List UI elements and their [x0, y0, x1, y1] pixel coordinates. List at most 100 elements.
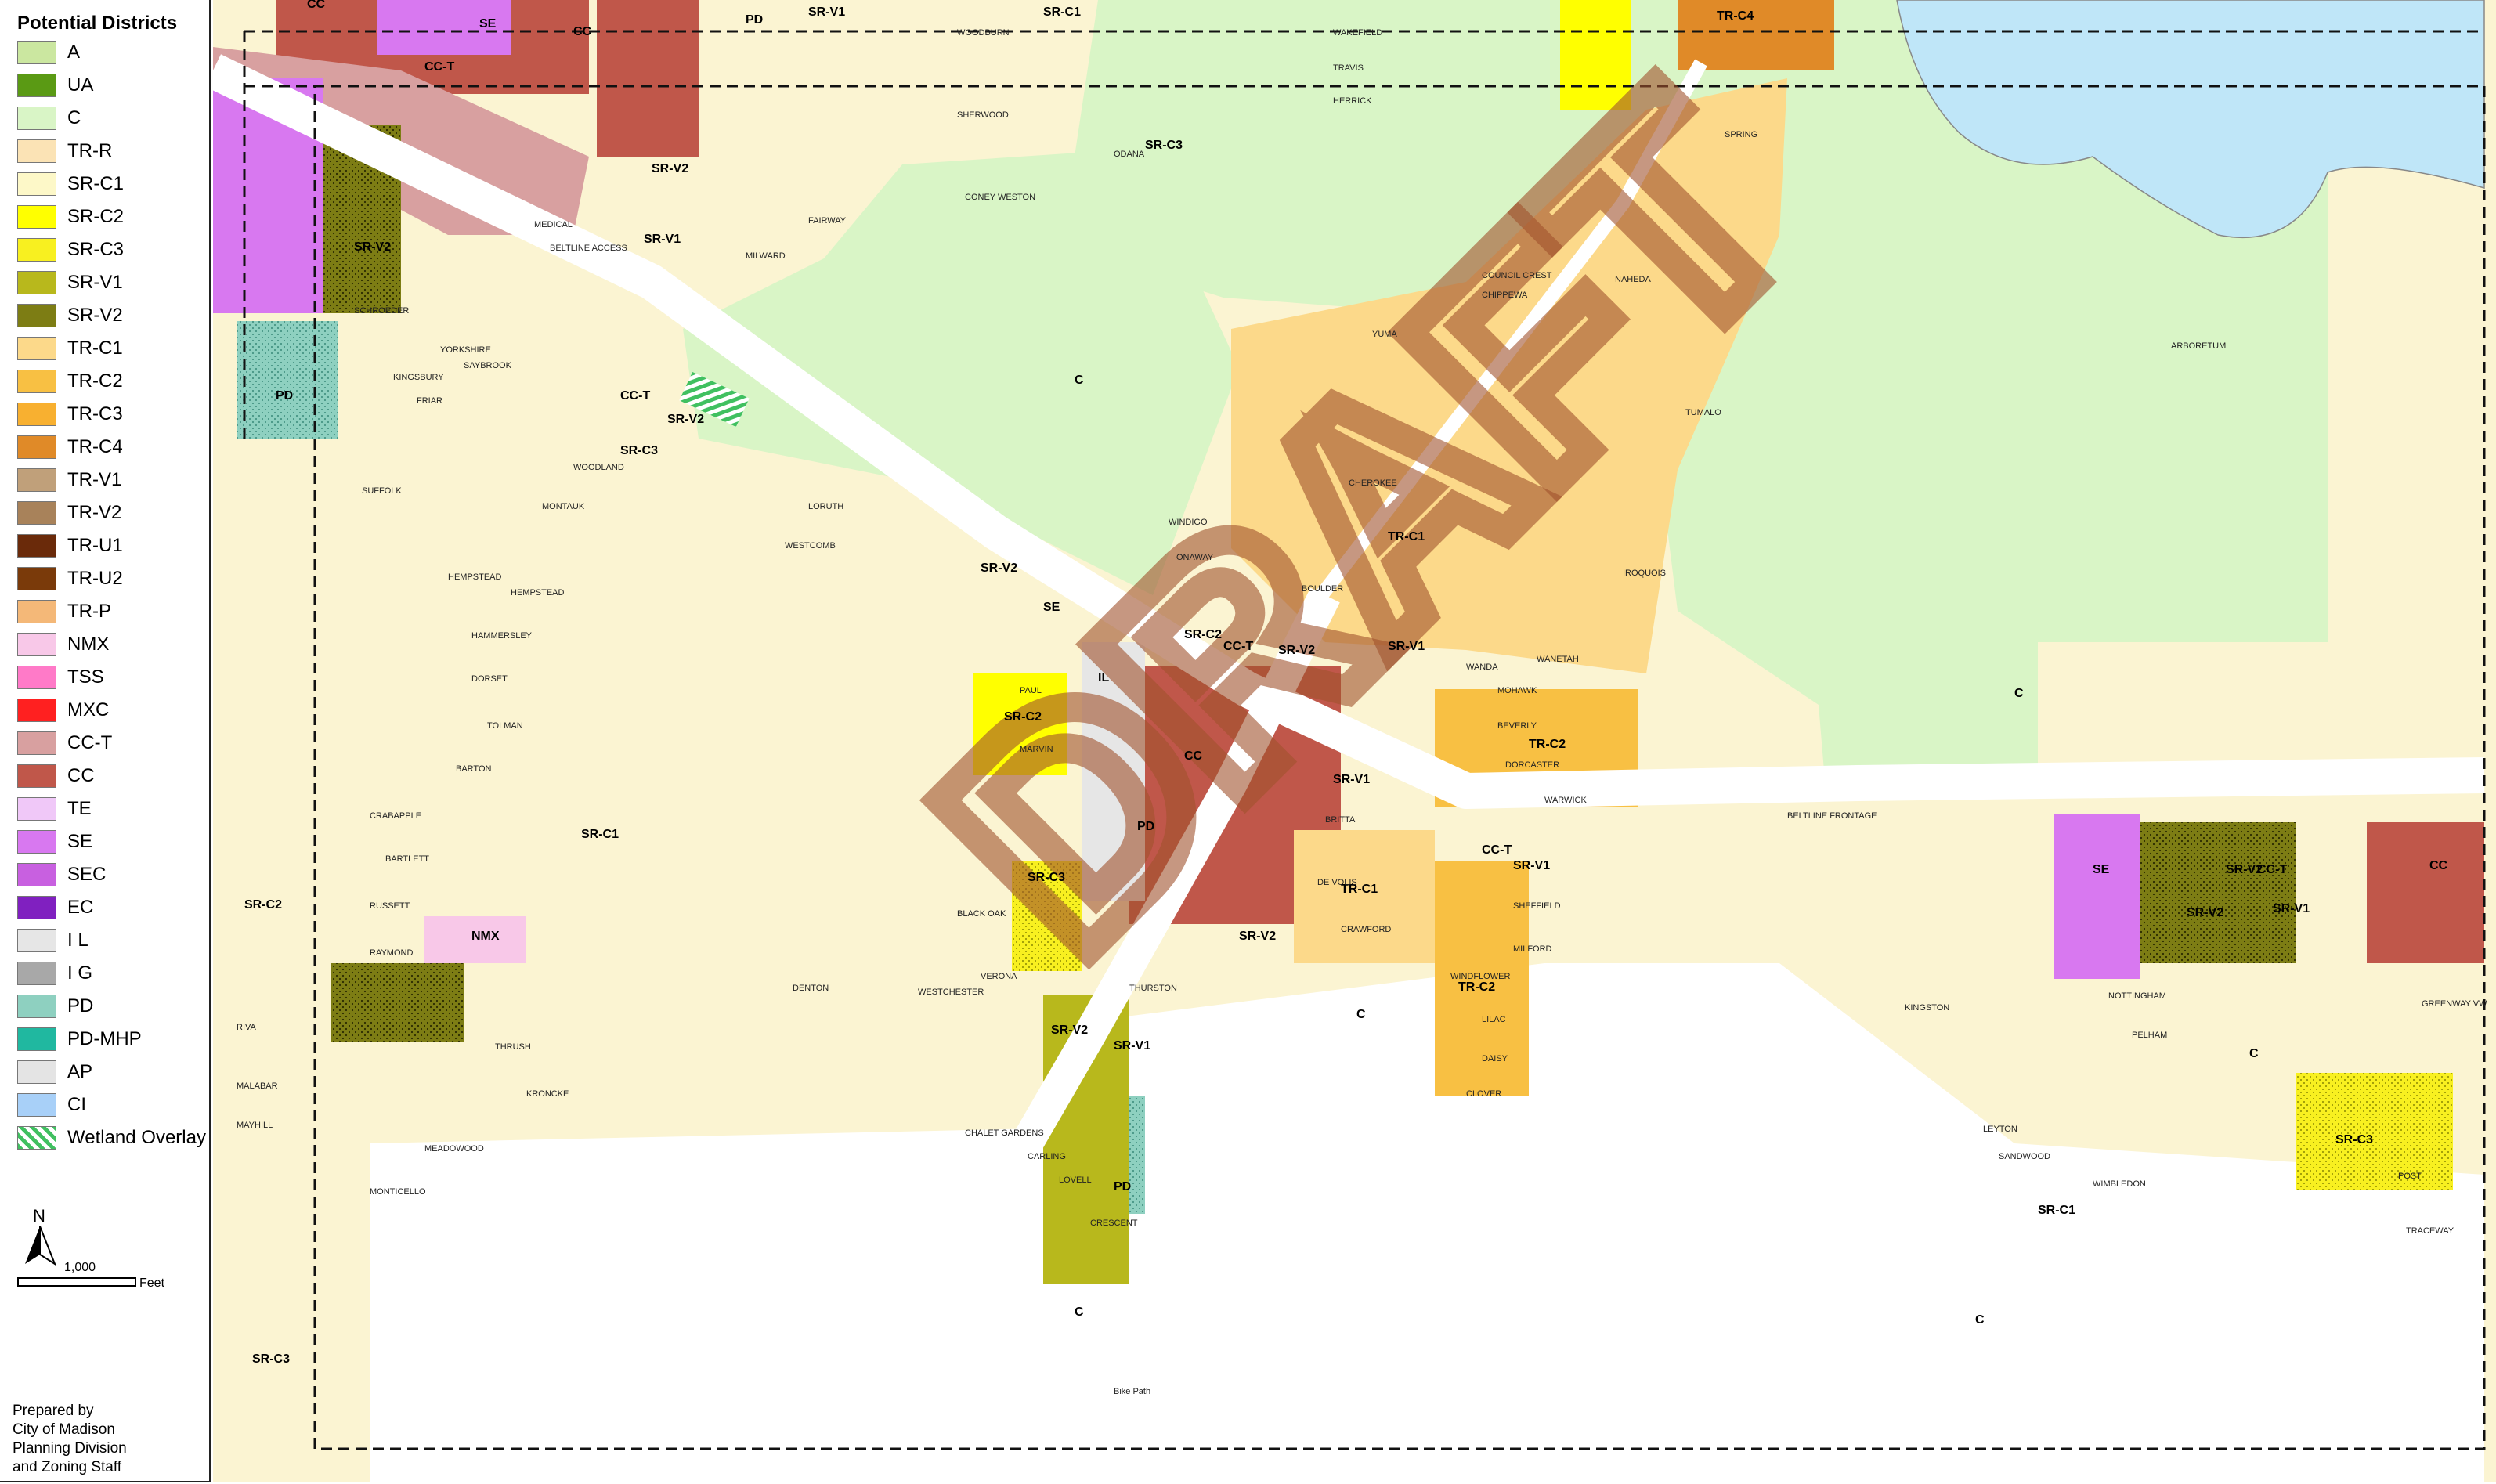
zone-label: C	[1975, 1313, 1985, 1327]
legend-swatch	[17, 468, 56, 492]
north-arrow-icon	[25, 1226, 56, 1266]
legend-swatch	[17, 699, 56, 722]
zone-wetland[interactable]	[679, 371, 750, 428]
street-label: LOVELL	[1059, 1175, 1092, 1185]
legend-label: I L	[67, 930, 88, 951]
street-label: BOULDER	[1302, 584, 1343, 594]
zone-tr-c2-windflower	[1435, 861, 1529, 1096]
zone-cc-east	[2367, 822, 2484, 963]
zone-src2-central[interactable]	[973, 673, 1067, 775]
street-label: YORKSHIRE	[440, 345, 491, 355]
legend-swatch	[17, 929, 56, 952]
zone-label: SR-C3	[252, 1352, 290, 1366]
street-label: FAIRWAY	[808, 216, 847, 226]
zone-label: SR-C1	[1043, 5, 1081, 19]
legend-label: SR-C1	[67, 173, 125, 194]
legend-label: TE	[67, 798, 92, 819]
street-label: CHALET GARDENS	[965, 1128, 1044, 1138]
street-label: GREENWAY VW	[2422, 999, 2487, 1009]
zone-label: SR-V2	[2226, 863, 2263, 876]
zone-label: SR-V1	[1388, 640, 1425, 653]
legend-item: TR-C4	[17, 434, 123, 460]
legend-item: Wetland Overlay	[17, 1125, 206, 1151]
legend-item: TR-C2	[17, 368, 123, 395]
legend-swatch	[17, 731, 56, 755]
prepared-line-2: City of Madison	[13, 1421, 115, 1438]
street-label: BELTLINE FRONTAGE	[1787, 811, 1877, 821]
legend-label: SR-V1	[67, 272, 123, 293]
legend-item: SR-C3	[17, 237, 124, 263]
street-label: MALABAR	[237, 1081, 278, 1091]
zone-label: SR-V2	[1051, 1024, 1088, 1037]
street-label: MONTAUK	[542, 502, 585, 511]
street-label: THRUSH	[495, 1042, 531, 1052]
street-label: WANETAH	[1537, 655, 1579, 664]
street-label: IROQUOIS	[1623, 569, 1666, 578]
street-label: HEMPSTEAD	[448, 572, 502, 582]
street-label: KINGSTON	[1905, 1003, 1949, 1013]
legend-item: A	[17, 39, 80, 66]
legend-label: CC	[67, 765, 95, 786]
zone-label: PD	[1137, 820, 1154, 833]
legend-item: PD	[17, 993, 93, 1020]
zone-label: IL	[1098, 671, 1109, 684]
zone-label: PD	[746, 13, 763, 27]
zone-label: SR-C3	[1145, 139, 1183, 152]
legend-swatch	[17, 600, 56, 623]
zone-label: SR-C3	[1028, 871, 1065, 884]
road-northeast[interactable]	[1303, 59, 1707, 616]
zone-src3-east[interactable]	[2296, 1073, 2453, 1190]
legend-label: TR-C4	[67, 436, 123, 457]
prepared-line-3: Planning Division	[13, 1440, 127, 1457]
legend-item: TR-V1	[17, 467, 121, 493]
zone-label: SR-C3	[2335, 1133, 2373, 1146]
zone-label: TR-C1	[1388, 530, 1425, 543]
street-label: MEADOWOOD	[424, 1144, 484, 1154]
zone-srv2-south-west[interactable]	[331, 963, 464, 1042]
zone-label: SR-V2	[652, 162, 688, 175]
zone-pd-west[interactable]	[237, 321, 338, 439]
zone-label: CC	[1184, 749, 1203, 763]
legend-label: PD-MHP	[67, 1028, 142, 1049]
zone-label: CC	[573, 25, 592, 38]
street-label: ODANA	[1114, 150, 1145, 159]
legend-item: UA	[17, 72, 93, 99]
legend-swatch	[17, 1126, 56, 1150]
legend-title: Potential Districts	[17, 13, 178, 34]
zone-label: SR-C2	[1184, 628, 1222, 641]
legend-swatch	[17, 337, 56, 360]
legend-label: Wetland Overlay	[67, 1127, 206, 1148]
street-label: CHEROKEE	[1349, 478, 1397, 488]
street-label: SANDWOOD	[1999, 1152, 2050, 1161]
legend-item: SR-C2	[17, 204, 124, 230]
zone-src3-central[interactable]	[1012, 861, 1082, 971]
street-label: WARWICK	[1544, 796, 1587, 805]
zone-srv2-east[interactable]	[2140, 822, 2296, 963]
street-label: WAKEFIELD	[1333, 28, 1382, 38]
zone-label: SR-C3	[620, 444, 658, 457]
legend-label: PD	[67, 995, 94, 1016]
zone-src2-frederick[interactable]	[1560, 0, 1631, 110]
street-label: MEDICAL	[534, 220, 573, 229]
legend-swatch	[17, 501, 56, 525]
zone-label: CC-T	[1482, 843, 1512, 857]
street-label: LILAC	[1482, 1015, 1506, 1024]
scale-bar-graphic	[17, 1277, 136, 1287]
street-label: MONTICELLO	[370, 1187, 426, 1197]
zone-label: NMX	[471, 930, 500, 943]
legend-swatch	[17, 666, 56, 689]
verona-road[interactable]	[903, 587, 1340, 1340]
zone-label: C	[2014, 687, 2024, 700]
street-label: WINDIGO	[1169, 518, 1208, 527]
street-label: KINGSBURY	[393, 373, 444, 382]
beltline-highway[interactable]	[213, 54, 2485, 809]
prepared-line-4: and Zoning Staff	[13, 1459, 122, 1475]
street-label: DE VOLIS	[1317, 878, 1357, 887]
legend-swatch	[17, 764, 56, 788]
street-label: HERRICK	[1333, 96, 1372, 106]
legend-label: NMX	[67, 634, 110, 655]
street-label: SHERWOOD	[957, 110, 1009, 120]
legend-item: TR-R	[17, 138, 112, 164]
